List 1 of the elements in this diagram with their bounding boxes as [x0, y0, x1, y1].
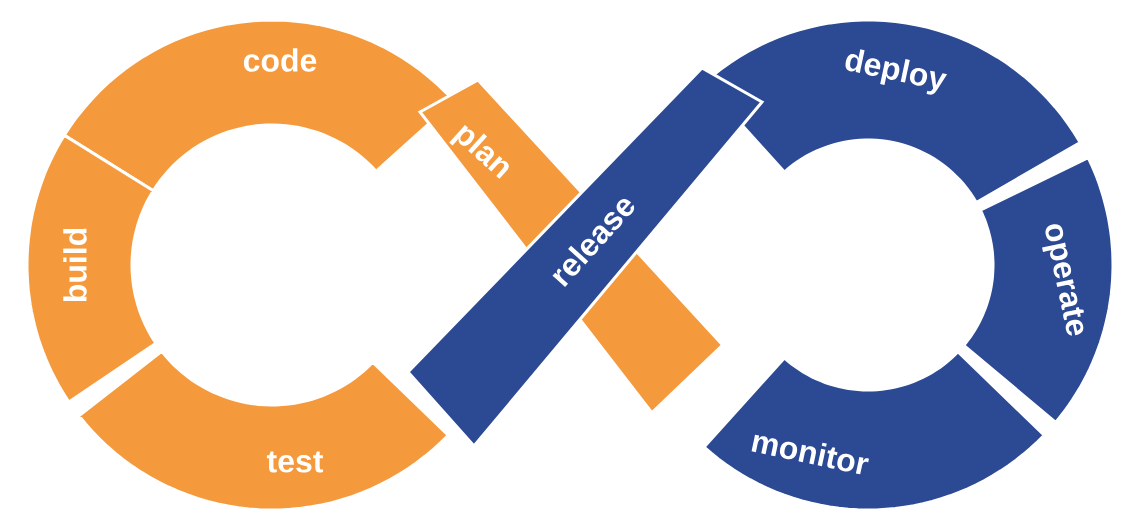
- node-label: operate: [1042, 224, 1084, 336]
